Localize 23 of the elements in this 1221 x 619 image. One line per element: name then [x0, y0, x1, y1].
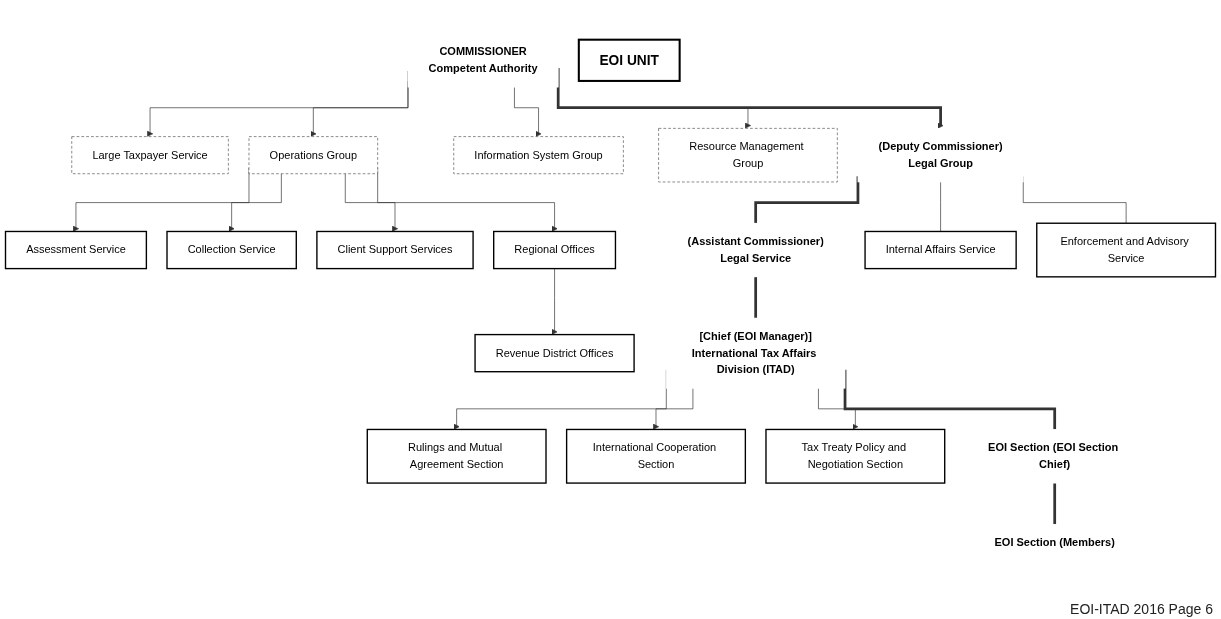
footer-text: EOI-ITAD 2016 Page 6	[1070, 601, 1213, 617]
node-box: Operations Group	[248, 136, 378, 175]
node-box: Resource Management Group	[658, 128, 838, 183]
node-box: Information System Group	[453, 136, 624, 175]
node-box: Rulings and Mutual Agreement Section	[366, 428, 547, 484]
node-box: Collection Service	[166, 230, 297, 270]
connector	[1053, 483, 1057, 526]
node-box: EOI UNIT	[577, 38, 681, 82]
node-text: EOI Section (EOI Section Chief)	[988, 441, 1119, 471]
node-box: Assessment Service	[4, 230, 148, 270]
node-box: Client Support Services	[316, 230, 474, 270]
node-box: Regional Offices	[493, 230, 617, 270]
connector	[754, 276, 758, 320]
node-box: Tax Treaty Policy and Negotiation Section	[765, 428, 946, 484]
node-text: (Assistant Commissioner) Legal Service	[687, 235, 824, 264]
node-box: International Cooperation Section	[565, 428, 747, 484]
connector	[940, 181, 941, 232]
node-box: Enforcement and Advisory Service	[1036, 222, 1217, 278]
node-text: EOI Section (Members)	[994, 536, 1115, 549]
node-box: Large Taxpayer Service	[71, 136, 229, 175]
node-box: Revenue District Offices	[474, 333, 635, 373]
node-box: Internal Affairs Service	[864, 230, 1017, 270]
node-text: (Deputy Commissioner) Legal Group	[878, 140, 1003, 169]
